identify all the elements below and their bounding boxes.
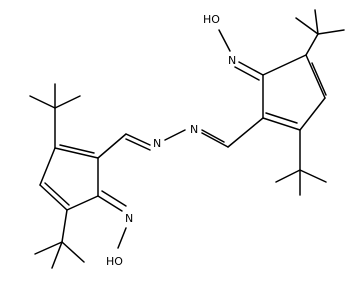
bond <box>262 54 307 76</box>
bond <box>164 129 186 141</box>
hydroxyl-bottom-label: HO <box>106 255 123 268</box>
bond <box>311 62 327 96</box>
bond <box>125 133 151 146</box>
left-tert-butyl-bottom <box>34 209 85 269</box>
bond <box>201 132 229 148</box>
right-tert-butyl-bottom <box>275 129 327 196</box>
bond <box>97 133 127 159</box>
bond <box>305 33 319 56</box>
bond <box>234 66 260 81</box>
bond <box>101 190 127 207</box>
bond <box>61 241 85 263</box>
bond <box>125 138 151 151</box>
right-oxime: N HO <box>203 13 264 81</box>
bond <box>305 54 326 99</box>
left-oxime: N HO <box>97 190 133 268</box>
bond <box>201 129 225 143</box>
bond <box>54 147 99 159</box>
bond <box>314 9 319 35</box>
bond <box>66 195 99 211</box>
azine-n-right-label: N <box>190 123 198 136</box>
right-ring <box>262 54 327 131</box>
bond <box>317 29 345 35</box>
bond <box>227 117 264 148</box>
bond <box>262 117 301 131</box>
hydroxyl-top-label: HO <box>203 13 220 26</box>
oxime-n-bottom-label: N <box>125 212 133 225</box>
left-tert-butyl-top <box>29 83 81 149</box>
bond <box>39 184 68 211</box>
bond <box>299 169 327 183</box>
bond <box>61 209 68 243</box>
bond <box>39 147 56 186</box>
bond <box>59 144 95 154</box>
bond <box>275 169 301 183</box>
bond <box>299 97 326 131</box>
bond <box>218 29 231 52</box>
left-ring <box>39 133 127 211</box>
right-tert-butyl-top <box>295 9 345 56</box>
bond <box>265 112 298 124</box>
bond <box>34 241 63 255</box>
bond <box>44 182 70 206</box>
bond <box>54 95 81 109</box>
azine-n-left-label: N <box>153 137 161 150</box>
bond <box>238 61 264 76</box>
bond <box>51 241 63 269</box>
oxime-n-top-label: N <box>228 54 236 67</box>
bond <box>295 17 319 35</box>
bond <box>117 227 127 249</box>
bond <box>97 195 123 212</box>
azine-bridge: N N <box>125 117 264 151</box>
bond <box>29 95 56 109</box>
